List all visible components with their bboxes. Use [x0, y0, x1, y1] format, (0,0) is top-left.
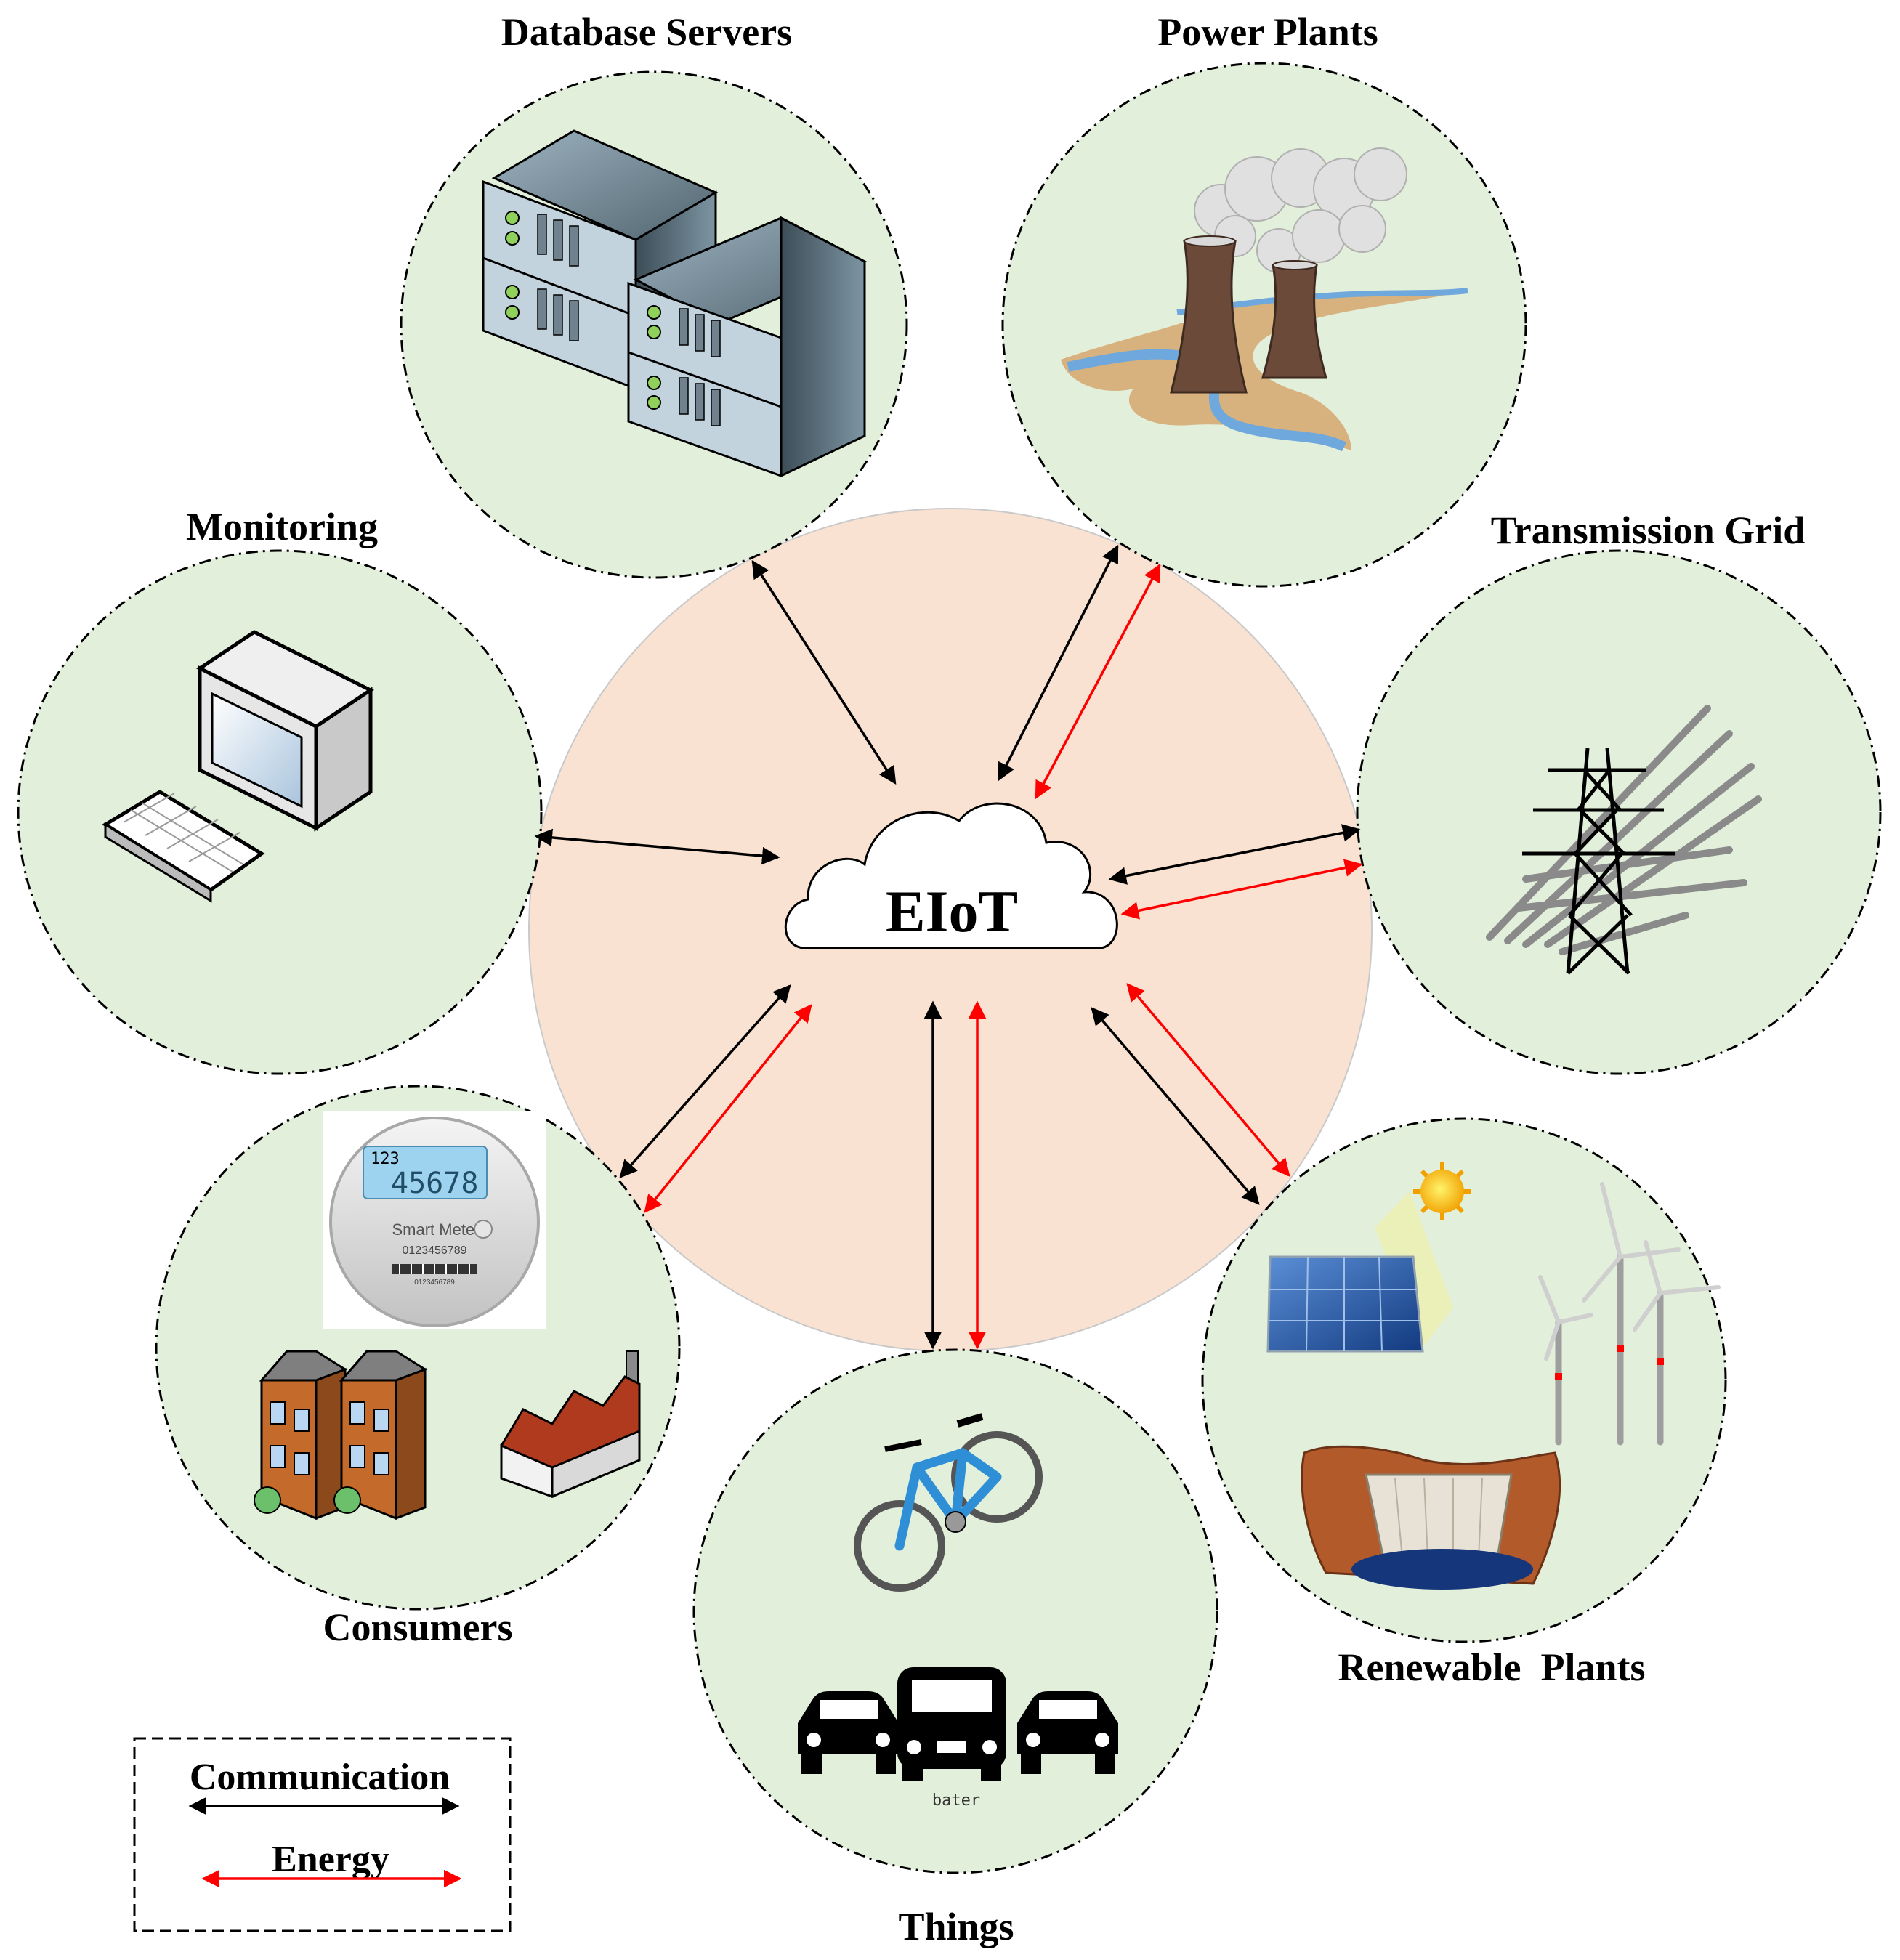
label-monitoring: Monitoring [186, 505, 378, 548]
dam-icon [1301, 1445, 1561, 1590]
factory-icon [500, 1350, 641, 1499]
monitoring-circle [17, 549, 543, 1075]
database-servers-icon [482, 129, 868, 478]
energy-arrow-power [1035, 563, 1161, 800]
car-right-icon [1017, 1691, 1118, 1774]
vehicle-note: bater [932, 1791, 980, 1810]
comm-arrow-monitoring [534, 828, 780, 865]
label-transmission-grid: Transmission Grid [1491, 509, 1806, 552]
meter-brand: Smart Meter [392, 1220, 480, 1239]
label-database-servers: Database Servers [501, 10, 792, 54]
transmission-tower-icon [1486, 705, 1762, 975]
cloud-icon [785, 802, 1118, 949]
transmission-grid-circle [1356, 549, 1882, 1075]
meter-serial: 0123456789 [403, 1244, 467, 1257]
solar-panel-icon [1266, 1162, 1471, 1353]
wind-turbines-icon [1538, 1182, 1721, 1446]
power-plant-icon [1061, 147, 1468, 452]
comm-arrow-database [751, 559, 897, 785]
car-left-icon [798, 1691, 899, 1774]
legend-box [133, 1737, 512, 1932]
houses-icon [254, 1349, 428, 1520]
computer-icon [102, 630, 374, 903]
meter-barcode-number: 0123456789 [414, 1279, 455, 1287]
label-things: Things [898, 1905, 1014, 1948]
legend-energy-label: Energy [272, 1839, 389, 1880]
legend: Communication Energy [133, 1737, 512, 1932]
vehicles-icon [798, 1667, 1118, 1781]
energy-arrow-renewable [1126, 983, 1290, 1177]
meter-big-reading: 45678 [391, 1167, 478, 1200]
meter-small-reading: 123 [371, 1150, 400, 1168]
bicycle-icon [854, 1413, 1043, 1592]
label-consumers: Consumers [323, 1605, 512, 1649]
eiot-label: EIoT [886, 878, 1018, 944]
energy-arrow-consumers [644, 1004, 812, 1213]
label-power-plants: Power Plants [1157, 10, 1378, 54]
legend-communication-label: Communication [190, 1757, 450, 1798]
sun-icon [1420, 1170, 1464, 1213]
smart-meter-icon: 123 45678 Smart Meter 0123456789 0123456… [323, 1111, 546, 1329]
energy-arrow-transmission [1120, 859, 1363, 920]
bus-icon [897, 1667, 1006, 1781]
label-renewable-plants: Renewable Plants [1338, 1645, 1646, 1689]
